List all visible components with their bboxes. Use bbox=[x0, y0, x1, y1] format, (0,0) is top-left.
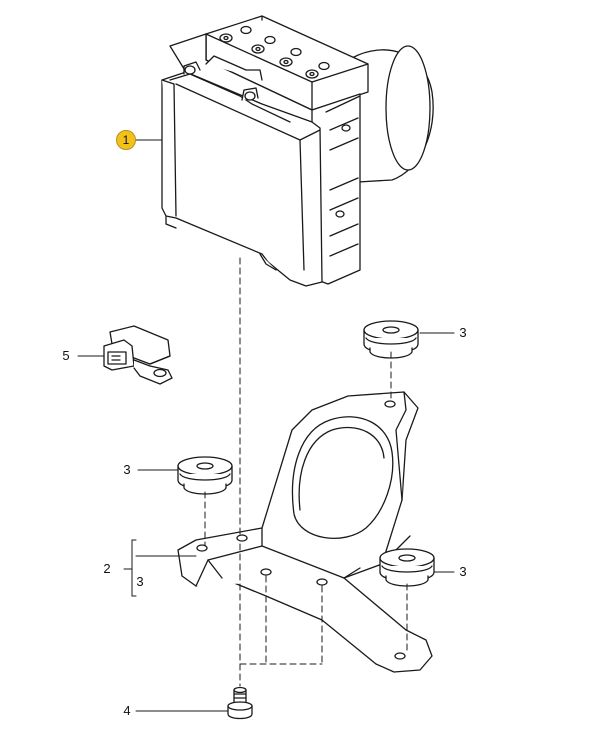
damper-right[interactable] bbox=[379, 548, 435, 587]
callout-3-damper-left[interactable]: 3 bbox=[123, 462, 131, 477]
sensor[interactable] bbox=[103, 325, 173, 385]
leader-lines bbox=[77, 139, 455, 712]
callout-3-damper-right[interactable]: 3 bbox=[459, 564, 467, 579]
bolt[interactable] bbox=[227, 686, 253, 720]
callout-2-bracket[interactable]: 2 bbox=[103, 561, 111, 576]
damper-left[interactable] bbox=[177, 456, 233, 495]
callout-5-sensor[interactable]: 5 bbox=[62, 348, 70, 363]
mounting-bracket[interactable] bbox=[177, 391, 433, 673]
callout-4-bolt[interactable]: 4 bbox=[123, 703, 131, 718]
callout-bracket-quantity: 3 bbox=[136, 574, 144, 589]
assembly-guide-lines bbox=[204, 257, 408, 687]
callout-3-damper-top[interactable]: 3 bbox=[459, 325, 467, 340]
abs-hydraulic-unit[interactable] bbox=[161, 15, 434, 287]
callout-1-abs-unit[interactable]: 1 bbox=[116, 130, 136, 150]
